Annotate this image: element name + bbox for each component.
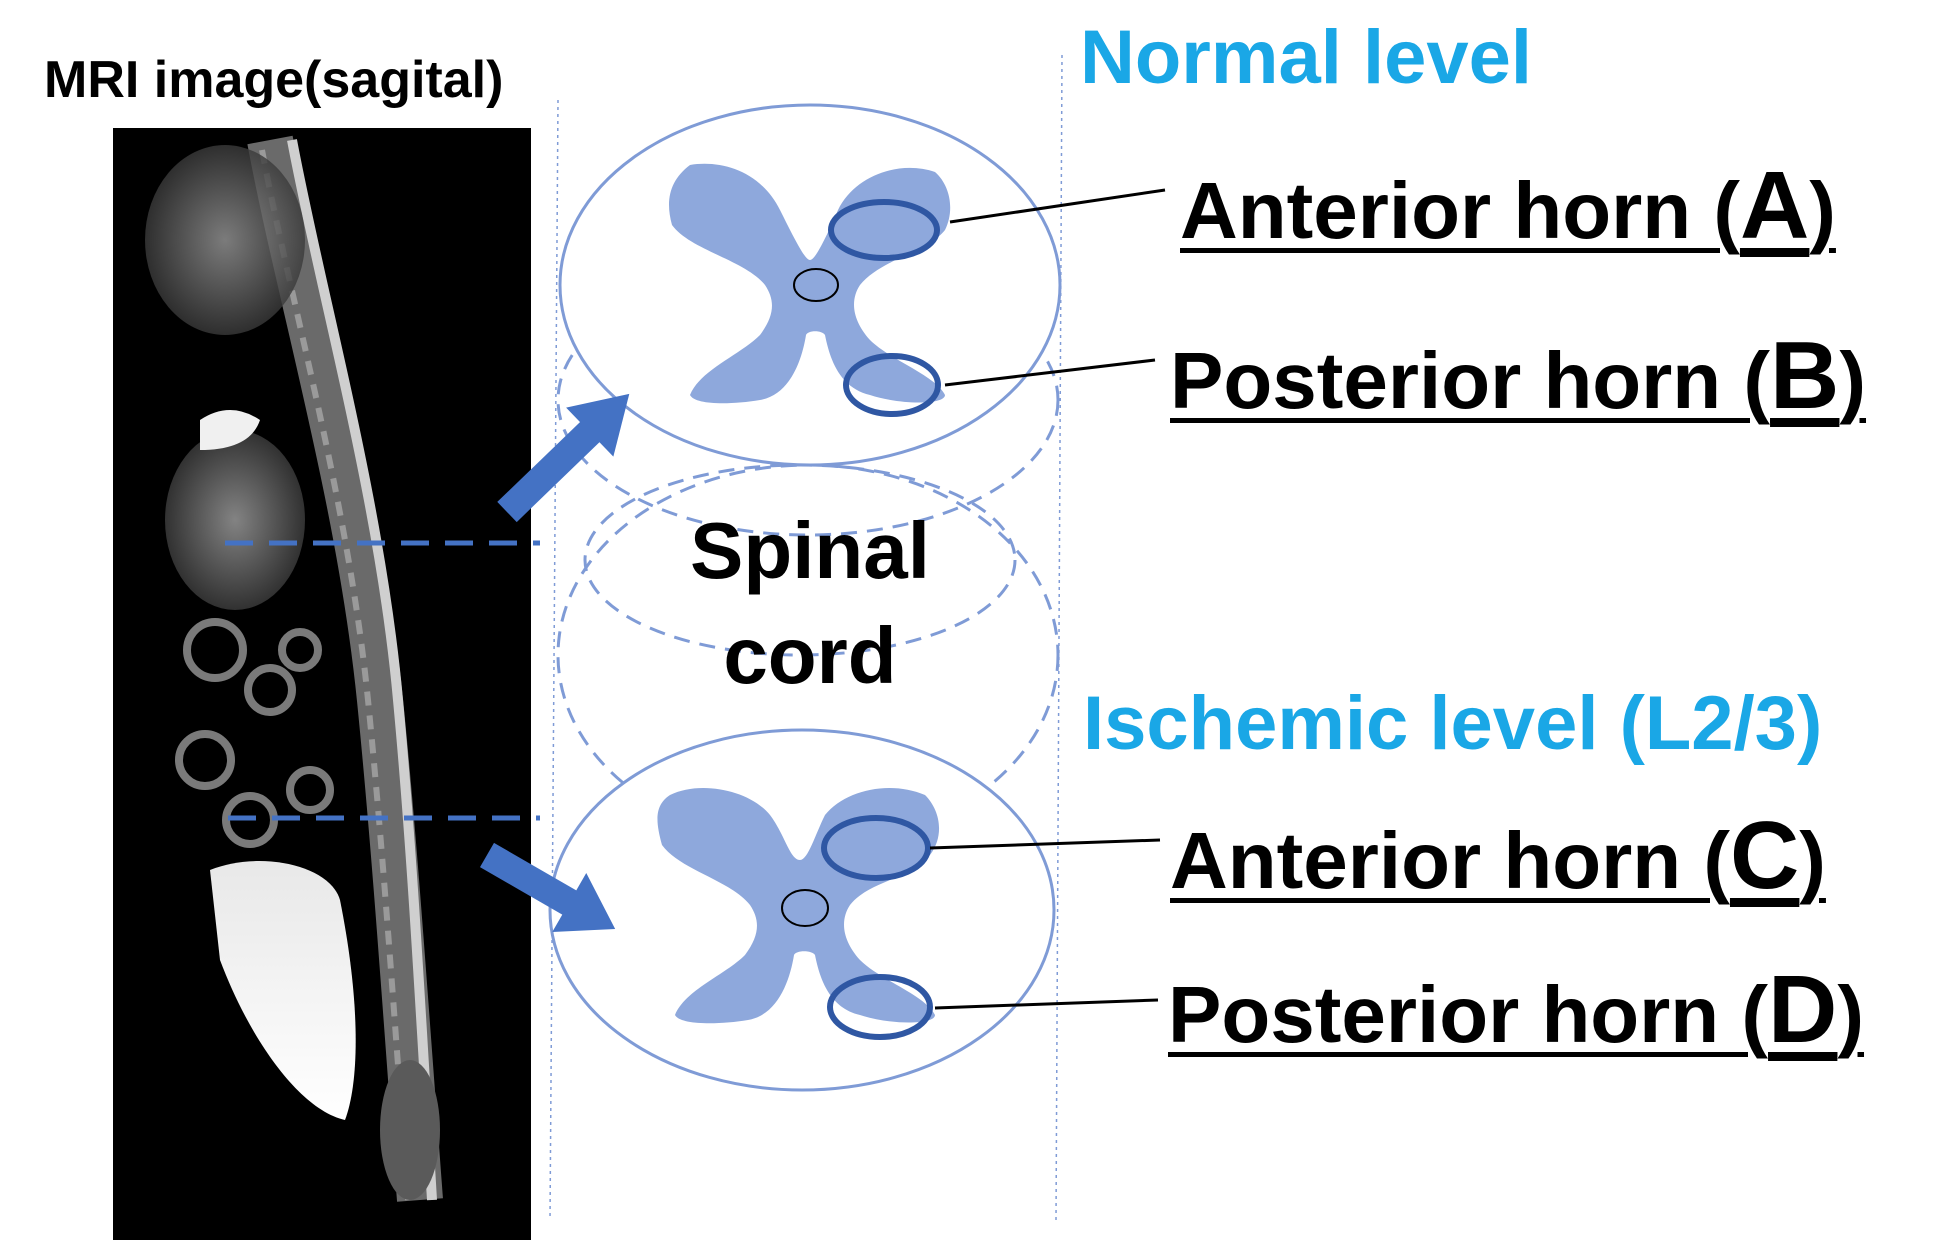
horn-label-C-text: Anterior horn ( bbox=[1170, 816, 1730, 905]
horn-label-D-letter: D bbox=[1768, 956, 1837, 1063]
horn-label-A-close: ) bbox=[1809, 166, 1836, 255]
ischemic-level-title: Ischemic level (L2/3) bbox=[1083, 686, 1822, 762]
horn-label-B-close: ) bbox=[1839, 336, 1866, 425]
horn-label-C-close: ) bbox=[1799, 816, 1826, 905]
normal-cross-section bbox=[560, 105, 1165, 465]
horn-label-D-close: ) bbox=[1837, 970, 1864, 1059]
mri-image-title: MRI image(sagital) bbox=[44, 54, 503, 106]
horn-label-B-letter: B bbox=[1770, 322, 1839, 429]
horn-label-D: Posterior horn (D) bbox=[1168, 962, 1864, 1058]
horn-label-C-letter: C bbox=[1730, 802, 1799, 909]
horn-label-A-text: Anterior horn ( bbox=[1180, 166, 1740, 255]
horn-label-C: Anterior horn (C) bbox=[1170, 808, 1826, 904]
normal-level-title: Normal level bbox=[1080, 20, 1532, 96]
spinal-cord-label-line1: Spinal bbox=[660, 505, 960, 597]
horn-label-B: Posterior horn (B) bbox=[1170, 328, 1866, 424]
ischemic-central-canal bbox=[782, 890, 828, 926]
horn-label-B-text: Posterior horn ( bbox=[1170, 336, 1770, 425]
spinal-cord-label-line2: cord bbox=[660, 610, 960, 702]
ischemic-cross-section bbox=[550, 730, 1160, 1090]
mri-image bbox=[113, 128, 531, 1240]
horn-label-A-letter: A bbox=[1740, 152, 1809, 259]
horn-label-A: Anterior horn (A) bbox=[1180, 158, 1836, 254]
horn-label-D-text: Posterior horn ( bbox=[1168, 970, 1768, 1059]
